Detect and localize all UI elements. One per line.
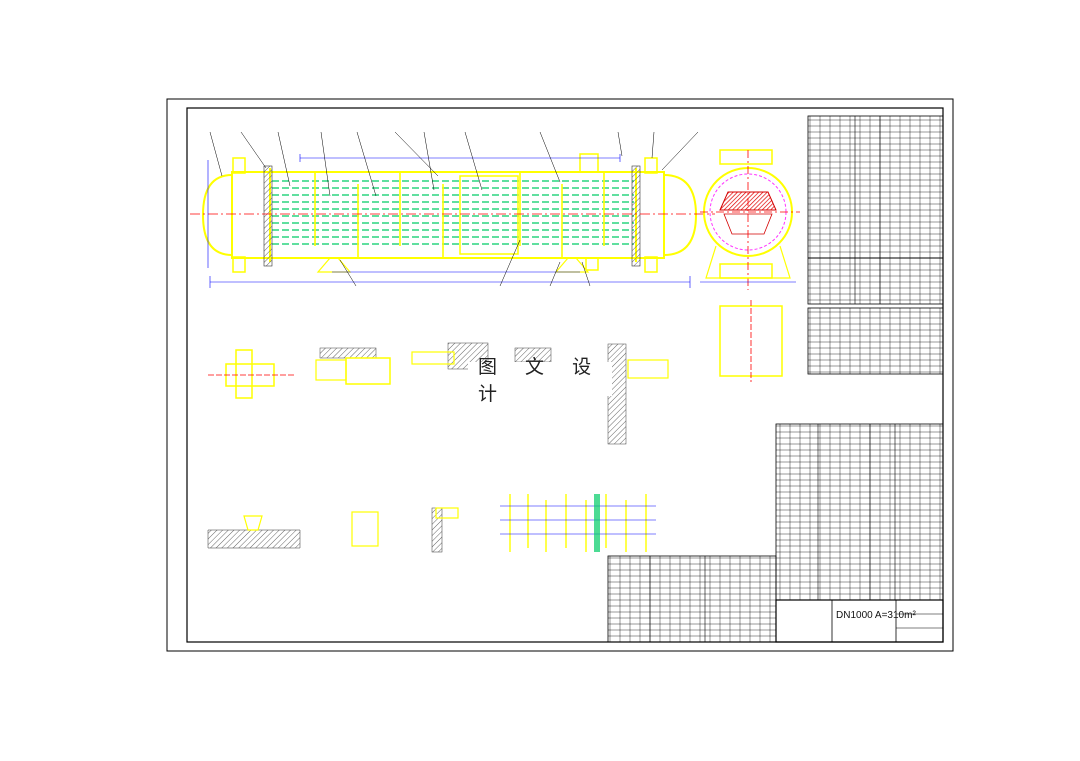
drawing-title: DN1000 A=310m²	[836, 610, 916, 621]
watermark-text: 图 文 设 计	[468, 356, 612, 405]
technical-table	[807, 115, 944, 305]
parts-list-lower	[607, 555, 777, 643]
parts-list	[775, 423, 944, 601]
detail-views	[207, 300, 783, 553]
inner-frame	[186, 107, 944, 643]
main-view	[190, 131, 715, 288]
nozzle-table	[807, 307, 944, 375]
section-view	[700, 149, 800, 290]
title-block	[775, 599, 944, 643]
